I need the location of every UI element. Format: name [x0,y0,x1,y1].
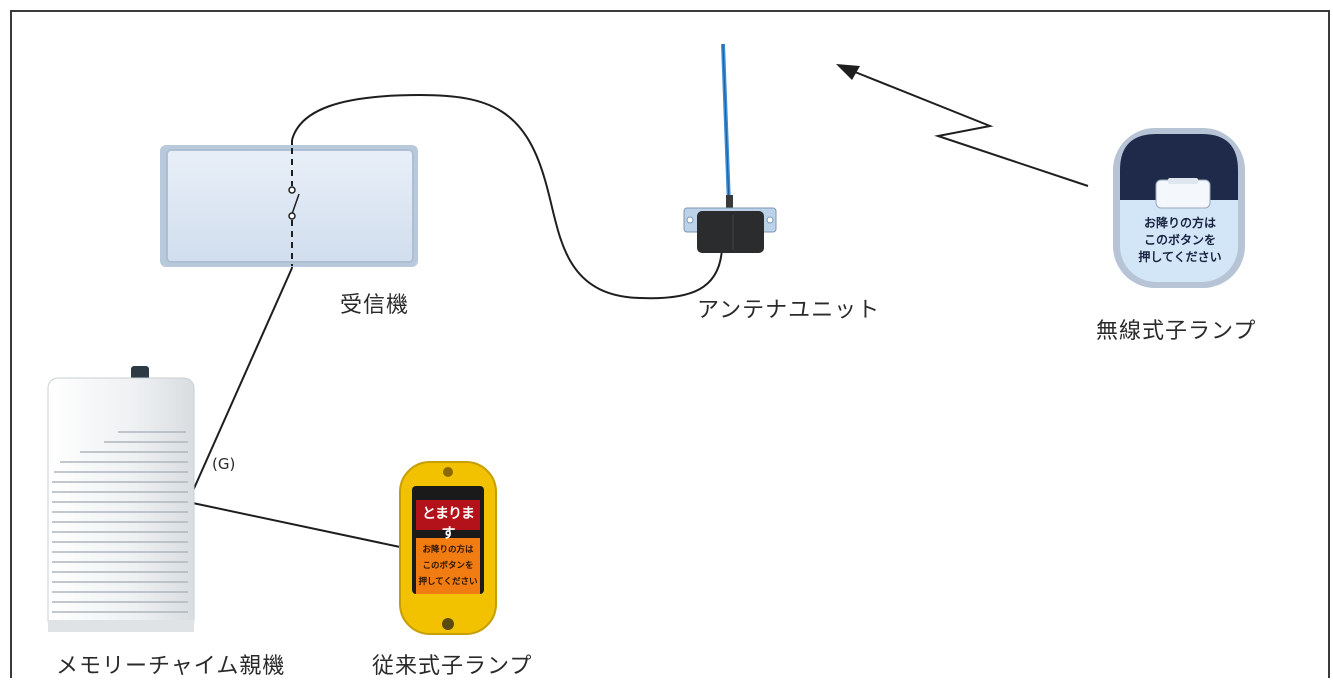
receiver-label: 受信機 [340,293,410,318]
antenna-unit-device [683,43,777,253]
radio-signal-arrowhead [836,64,860,80]
chime-unit-label: メモリーチャイム親機 [56,654,286,679]
radio-signal-line [849,69,1089,187]
receiver-device [160,145,418,267]
ground-mark-label: (G) [212,455,236,473]
wireless-lamp-label: 無線式子ランプ [1096,319,1257,344]
antenna-cable [291,93,723,300]
chime-unit-device [47,366,195,632]
wireless-lamp-line1: お降りの方は [1143,216,1216,230]
wireless-lamp-text: お降りの方は このボタンを 押してください [1125,215,1235,266]
wireless-lamp-device [1113,128,1245,288]
wired-lamp-line1: お降りの方は [422,545,474,555]
diagram-frame [10,10,1330,678]
wireless-lamp-line3: 押してください [1138,250,1222,264]
wired-lamp-line3: 押してください [418,577,478,587]
antenna-unit-label: アンテナユニット [697,298,881,323]
wireless-lamp-line2: このボタンを [1143,233,1216,247]
chime-to-wired-lamp-wire [187,501,401,548]
wired-lamp-banner: とまります [422,506,475,542]
receiver-to-chime-wire [187,267,293,503]
wired-lamp-text: お降りの方は このボタンを 押してください [416,542,480,590]
wired-lamp-label: 従来式子ランプ [372,654,533,679]
wired-lamp-device [399,461,497,635]
wired-lamp-line2: このボタンを [422,561,474,571]
